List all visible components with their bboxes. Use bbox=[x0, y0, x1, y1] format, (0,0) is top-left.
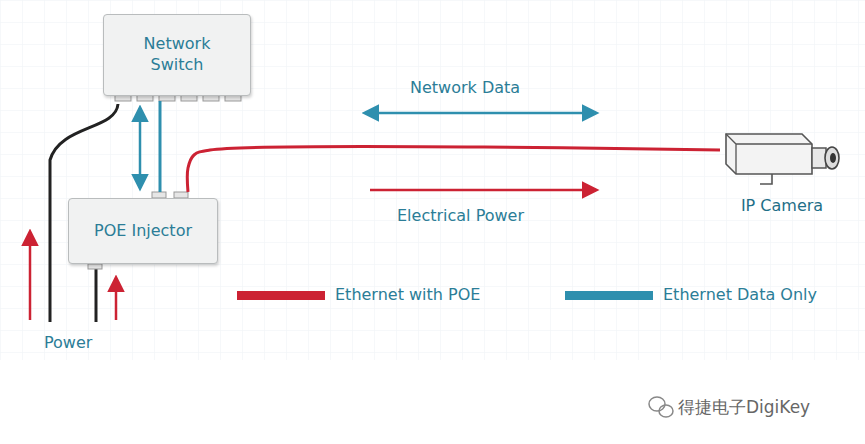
legend-text: Ethernet Data Only bbox=[663, 285, 817, 306]
grid-paper bbox=[0, 0, 865, 360]
camera-icon bbox=[712, 122, 852, 192]
watermark-icon bbox=[649, 397, 673, 417]
watermark: 得捷电子DigiKey bbox=[678, 397, 810, 417]
node-label: POE Injector bbox=[94, 221, 192, 242]
power-arrow bbox=[115, 278, 118, 320]
legend-text: Ethernet with POE bbox=[335, 285, 480, 306]
switch-box: Network Switch bbox=[103, 14, 251, 96]
legend-swatch bbox=[237, 291, 325, 300]
data-cable bbox=[159, 101, 162, 192]
data-arrow bbox=[365, 112, 596, 115]
poe-cable bbox=[187, 147, 720, 192]
legend-swatch bbox=[565, 291, 653, 300]
node-label: IP Camera bbox=[712, 196, 852, 217]
flow-label: Network Data bbox=[410, 78, 520, 97]
node-label: Network Switch bbox=[127, 34, 227, 76]
injector-box: POE Injector bbox=[68, 198, 218, 264]
power-arrow bbox=[370, 189, 596, 192]
power-cable bbox=[95, 268, 98, 322]
port bbox=[88, 264, 102, 269]
power-label: Power bbox=[44, 333, 92, 352]
data-arrow bbox=[139, 108, 142, 188]
camera-node: IP Camera bbox=[712, 122, 852, 226]
power-arrow bbox=[29, 232, 32, 320]
flow-label: Electrical Power bbox=[397, 206, 524, 225]
